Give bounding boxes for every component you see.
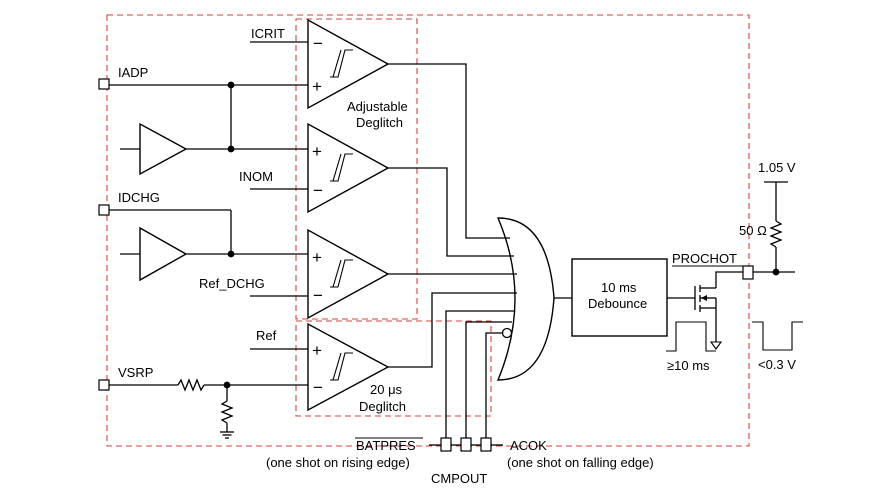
idchg-pin	[98, 204, 110, 216]
buffer-idchg	[120, 226, 188, 282]
pulse-waveform	[666, 321, 716, 352]
cmpout-pin	[460, 437, 472, 452]
comparator-inom	[307, 122, 390, 214]
label-resistor: 50 Ω	[739, 223, 767, 238]
label-prochot: PROCHOT	[672, 251, 737, 266]
label-idchg: IDCHG	[118, 190, 160, 205]
label-cmpout: CMPOUT	[431, 471, 487, 486]
or-gate-inverted-input	[501, 327, 513, 339]
label-iadp: IADP	[118, 65, 148, 80]
label-1v05: 1.05 V	[758, 160, 796, 175]
comparator-icrit	[307, 18, 390, 110]
comp1-plus: +	[312, 77, 322, 96]
comparator-vsrp	[307, 322, 390, 412]
or-gate	[496, 217, 555, 381]
iadp-pin	[98, 78, 110, 90]
label-ref-dchg: Ref_DCHG	[199, 276, 265, 291]
comp4-minus: −	[313, 378, 323, 397]
acok-pin	[480, 437, 492, 452]
label-pulse: ≥10 ms	[667, 358, 710, 373]
comp2-plus: +	[312, 142, 322, 161]
prochot-pin	[742, 265, 754, 280]
label-batpres-note: (one shot on rising edge)	[266, 455, 410, 470]
series-resistor	[177, 378, 205, 392]
chip-boundary	[106, 14, 750, 447]
comp4-plus: +	[312, 341, 322, 360]
label-low-level: <0.3 V	[758, 357, 796, 372]
ground-symbol	[220, 431, 234, 439]
label-icrit: ICRIT	[251, 26, 285, 41]
label-inom: INOM	[239, 169, 273, 184]
low-level-waveform	[752, 321, 803, 351]
comp2-minus: −	[313, 181, 323, 200]
vsrp-pin	[98, 379, 110, 391]
mosfet	[694, 271, 743, 342]
shunt-resistor	[220, 400, 234, 424]
buffer-iadp	[120, 122, 188, 176]
adjustable-deglitch-box	[295, 18, 418, 320]
label-acok: ACOK	[510, 438, 547, 453]
label-vsrp: VSRP	[118, 365, 153, 380]
fixed-deglitch-box	[295, 320, 492, 417]
comparator-idchg	[307, 228, 390, 320]
comp3-plus: +	[312, 248, 322, 267]
label-deglitch: Deglitch	[356, 115, 403, 130]
label-debounce-time: 10 ms	[601, 280, 637, 295]
ground-arrow-icon	[709, 341, 723, 350]
label-batpres: BATPRES	[356, 438, 416, 453]
comp1-minus: −	[313, 34, 323, 53]
label-deglitch-2: Deglitch	[359, 399, 406, 414]
batpres-pin	[440, 437, 452, 452]
label-20us: 20 μs	[370, 382, 403, 397]
label-ref: Ref	[256, 328, 277, 343]
label-adjustable: Adjustable	[347, 99, 408, 114]
pullup-resistor	[769, 220, 783, 248]
comp3-minus: −	[313, 286, 323, 305]
label-debounce: Debounce	[588, 296, 647, 311]
label-acok-note: (one shot on falling edge)	[507, 455, 654, 470]
